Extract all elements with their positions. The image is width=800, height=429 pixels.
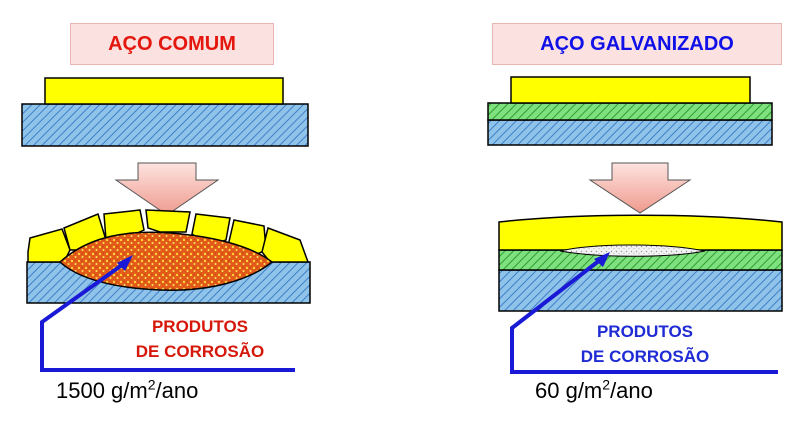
left-corroded-panel <box>26 209 311 304</box>
left-steel-base <box>21 103 309 147</box>
right-rate-unit: /ano <box>610 378 653 403</box>
right-zinc-layer <box>487 102 773 121</box>
down-arrow-icon <box>588 162 692 214</box>
left-initial-panel <box>21 77 309 147</box>
right-label-produtos: PRODUTOS <box>596 322 694 341</box>
right-corrosion-rate: 60 g/m2/ano <box>535 378 653 404</box>
right-label-de-corrosao: DE CORROSÃO <box>580 347 710 366</box>
right-steel-base-corroded <box>498 269 783 312</box>
title-aco-comum: AÇO COMUM <box>70 23 274 65</box>
left-label-produtos: PRODUTOS <box>151 317 249 336</box>
left-paint-layer <box>44 77 284 105</box>
right-paint-layer-corroded <box>498 214 783 251</box>
left-rate-unit: /ano <box>155 378 199 403</box>
title-aco-galvanizado: AÇO GALVANIZADO <box>492 23 782 65</box>
left-label-de-corrosao: DE CORROSÃO <box>135 342 265 361</box>
right-paint-layer <box>510 76 751 104</box>
down-arrow-icon <box>114 162 220 216</box>
left-rust-products <box>58 231 274 291</box>
right-corroded-panel <box>498 214 783 312</box>
left-pointer-icon <box>40 255 295 372</box>
right-steel-base <box>487 119 773 146</box>
right-initial-panel <box>487 76 773 146</box>
left-rate-value: 1500 g/m <box>56 378 148 403</box>
left-corrosion-rate: 1500 g/m2/ano <box>56 378 198 404</box>
left-rate-exponent: 2 <box>147 376 156 393</box>
right-rate-value: 60 g/m <box>535 378 603 403</box>
right-pointer-icon <box>510 252 778 374</box>
right-rate-exponent: 2 <box>602 376 611 393</box>
